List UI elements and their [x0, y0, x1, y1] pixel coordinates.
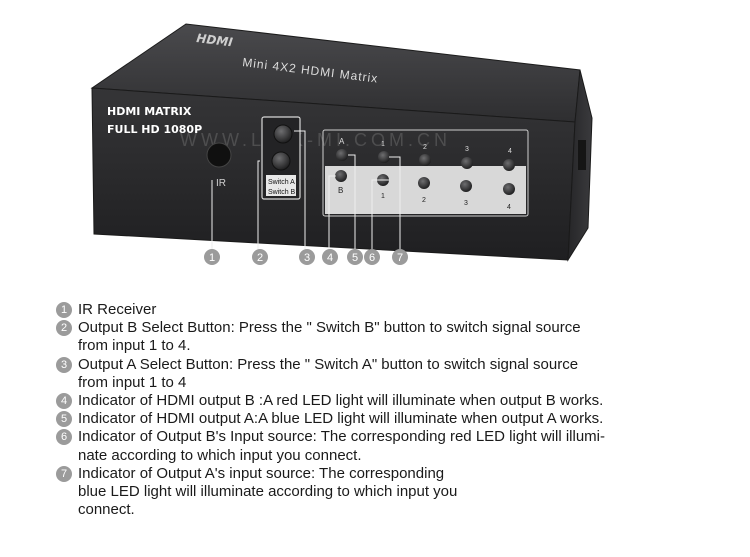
legend-number: 4 [56, 393, 72, 410]
svg-text:4: 4 [327, 252, 333, 264]
legend-number: 3 [56, 356, 72, 373]
callout-leaders [211, 130, 401, 249]
callout-2 [252, 249, 268, 265]
legend-text: nate according to which input you connec… [78, 446, 362, 464]
bottom-input-3: 3 [464, 200, 468, 207]
led-b-input-4 [503, 183, 515, 195]
legend-item-2: 2 Output B Select Button: Press the " Sw… [56, 319, 736, 355]
svg-text:3: 3 [304, 252, 310, 264]
led-output-a [336, 149, 348, 161]
legend-text: from input 1 to 4 [78, 373, 187, 391]
led-a-input-4 [503, 159, 515, 171]
legend-number: 2 [56, 320, 72, 337]
top-input-4: 4 [508, 148, 512, 155]
legend-text: Indicator of HDMI output B :A red LED li… [78, 392, 604, 410]
ir-receiver [206, 142, 232, 168]
device-label-line2: FULL HD 1080P [107, 123, 202, 136]
legend-number: 7 [56, 465, 72, 482]
switch-a-button[interactable] [273, 124, 293, 144]
legend-text: Output B Select Button: Press the " Swit… [78, 319, 581, 337]
svg-text:5: 5 [352, 252, 358, 264]
led-b-input-2 [418, 177, 430, 189]
bottom-input-1: 1 [381, 193, 385, 200]
led-a-input-2 [419, 154, 431, 166]
legend-text: Output A Select Button: Press the " Swit… [78, 355, 579, 373]
legend-item-1: 1 IR Receiver [56, 301, 736, 319]
callout-7 [392, 249, 408, 265]
ir-label: IR [216, 178, 226, 189]
svg-text:2: 2 [257, 252, 263, 264]
watermark: WWW.LINK-MI.COM.CN [180, 130, 451, 150]
legend-number: 6 [56, 429, 72, 446]
top-input-1: 1 [381, 141, 385, 148]
callout-1 [204, 249, 220, 265]
legend-number: 5 [56, 411, 72, 428]
legend-text: Indicator of Output B's Input source: Th… [78, 428, 606, 446]
led-b-input-3 [460, 180, 472, 192]
bottom-input-4: 4 [507, 204, 511, 211]
svg-text:6: 6 [369, 252, 375, 264]
switch-a-label: Switch A [268, 179, 295, 186]
brand-logo: HDMI [196, 31, 234, 49]
legend-text: from input 1 to 4. [78, 337, 191, 355]
output-b-letter: B [338, 186, 343, 195]
legend-number: 1 [56, 302, 72, 318]
legend-item-3: 3 Output A Select Button: Press the " Sw… [56, 356, 736, 392]
legend-item-6: 6 Indicator of Output B's Input source: … [56, 428, 736, 464]
switch-b-button[interactable] [271, 151, 291, 171]
legend-item-4: 4 Indicator of HDMI output B :A red LED … [56, 392, 736, 410]
top-input-3: 3 [465, 146, 469, 153]
led-a-input-1 [378, 151, 390, 163]
led-panel-outline [322, 129, 529, 217]
callout-markers: 1 2 3 4 5 6 7 [204, 249, 408, 265]
svg-text:1: 1 [209, 252, 215, 264]
switch-b-label: Switch B [268, 189, 296, 196]
led-output-b [335, 170, 347, 182]
device-label-line1: HDMI MATRIX [107, 105, 192, 118]
top-input-2: 2 [423, 144, 427, 151]
legend-text: IR Receiver [78, 301, 157, 318]
legend-item-7: 7 Indicator of Output A's input source: … [56, 465, 736, 520]
legend-text: Indicator of HDMI output A:A blue LED li… [78, 410, 604, 428]
output-a-letter: A [339, 137, 345, 146]
feature-legend: 1 IR Receiver 2 Output B Select Button: … [56, 301, 736, 519]
device-illustration: HDMI Mini 4X2 HDMI Matrix HDMI MATRIX FU… [90, 23, 593, 265]
svg-text:7: 7 [397, 252, 403, 264]
callout-3 [299, 249, 315, 265]
legend-text: connect. [78, 501, 135, 519]
callout-5 [347, 249, 363, 265]
legend-text: Indicator of Output A's input source: Th… [78, 464, 445, 482]
legend-item-5: 5 Indicator of HDMI output A:A blue LED … [56, 410, 736, 428]
callout-6 [364, 249, 380, 265]
bottom-input-2: 2 [422, 197, 426, 204]
legend-text: blue LED light will illuminate according… [78, 483, 458, 501]
led-a-input-3 [461, 157, 473, 169]
callout-4 [322, 249, 338, 265]
